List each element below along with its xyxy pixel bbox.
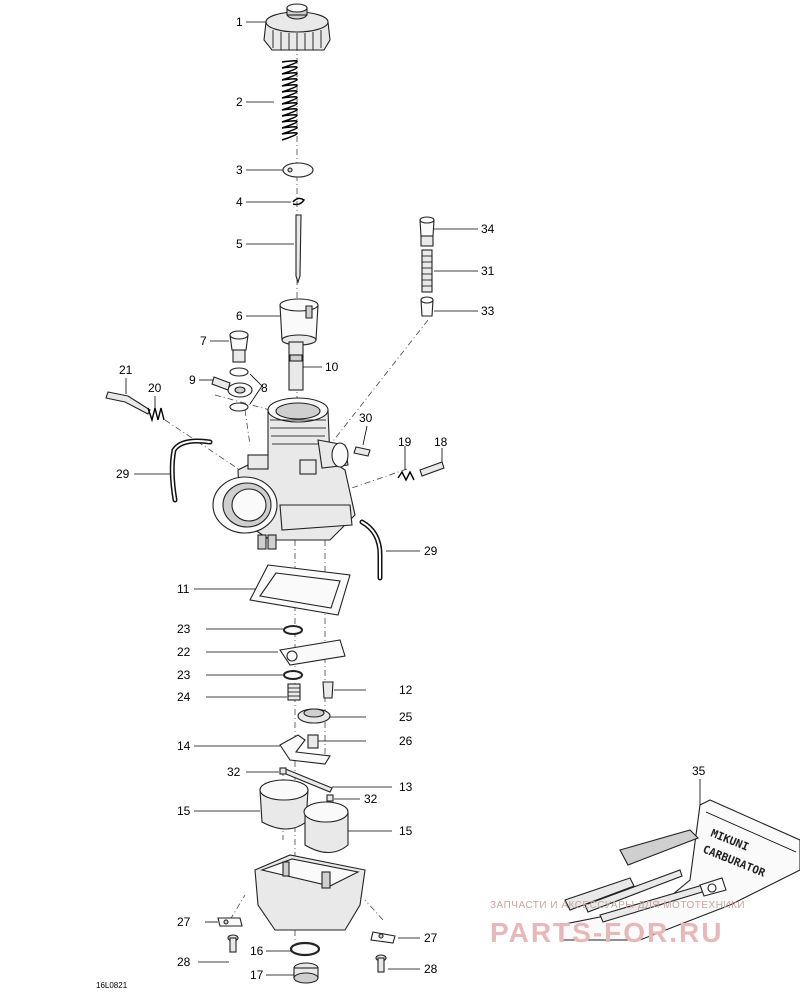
baffle-plate bbox=[279, 639, 346, 666]
callout-32b: 32 bbox=[364, 792, 378, 806]
callout-29a: 29 bbox=[116, 467, 130, 481]
float-chamber-gasket bbox=[249, 564, 351, 616]
float-arm bbox=[279, 734, 331, 765]
callout-17: 17 bbox=[250, 968, 264, 982]
carburetor-tool-kit: MIKUNI CARBURATOR bbox=[559, 799, 800, 941]
throttle-valve bbox=[279, 298, 319, 346]
watermark-line-1: ЗАПЧАСТИ И АКСЕССУАРЫ ДЛЯ МОТОТЕХНИКИ bbox=[490, 900, 745, 911]
pilot-jet bbox=[322, 681, 334, 699]
e-clip bbox=[292, 197, 306, 206]
main-jet-holder bbox=[297, 708, 331, 724]
callout-34: 34 bbox=[481, 222, 495, 236]
callout-13: 13 bbox=[399, 780, 413, 794]
callout-15a: 15 bbox=[177, 804, 191, 818]
callout-16: 16 bbox=[250, 944, 264, 958]
callout-14: 14 bbox=[177, 739, 191, 753]
needle-retainer-plate bbox=[282, 162, 314, 178]
callout-25: 25 bbox=[399, 710, 413, 724]
needle-jet-holder bbox=[288, 341, 304, 391]
drawing-code: 16L0821 bbox=[96, 981, 128, 990]
watermark-line-2: PARTS-FOR.RU bbox=[490, 917, 723, 948]
callout-28b: 28 bbox=[424, 962, 438, 976]
needle-jet bbox=[287, 683, 301, 701]
callout-11: 11 bbox=[177, 582, 190, 596]
callout-10: 10 bbox=[325, 360, 339, 374]
floats bbox=[259, 779, 349, 854]
throttle-stop-screw-and-spring bbox=[397, 461, 445, 482]
callout-23b: 23 bbox=[177, 668, 191, 682]
o-rings bbox=[283, 625, 303, 680]
callout-32a: 32 bbox=[227, 765, 241, 779]
callout-33: 33 bbox=[481, 304, 495, 318]
callout-23a: 23 bbox=[177, 622, 191, 636]
callout-30: 30 bbox=[359, 411, 373, 425]
callout-8: 8 bbox=[261, 381, 268, 395]
callout-15b: 15 bbox=[399, 824, 413, 838]
drain-plug-and-o-ring bbox=[289, 941, 321, 984]
watermark: ЗАПЧАСТИ И АКСЕССУАРЫ ДЛЯ МОТОТЕХНИКИ PA… bbox=[490, 900, 745, 948]
banjo-bolt bbox=[229, 330, 249, 363]
fuel-fitting bbox=[211, 376, 253, 398]
callout-21: 21 bbox=[119, 363, 133, 377]
jet-needle bbox=[295, 214, 302, 284]
air-screw-and-spring bbox=[105, 391, 165, 423]
carburetor-body bbox=[212, 397, 356, 550]
callout-18: 18 bbox=[434, 435, 448, 449]
callout-labels: 1 2 3 4 5 6 7 8 9 10 11 12 13 14 15 15 1… bbox=[116, 15, 706, 982]
callout-19: 19 bbox=[398, 435, 412, 449]
callout-27a: 27 bbox=[177, 915, 191, 929]
main-jet bbox=[307, 734, 319, 749]
callout-24: 24 bbox=[177, 690, 191, 704]
mixing-chamber-cap bbox=[263, 3, 331, 51]
small-screws bbox=[279, 767, 334, 802]
callout-35: 35 bbox=[692, 764, 706, 778]
leader-lines bbox=[125, 21, 701, 976]
hose-clip-plates bbox=[217, 917, 396, 944]
callout-31: 31 bbox=[481, 264, 495, 278]
callout-26: 26 bbox=[399, 734, 413, 748]
callout-2: 2 bbox=[236, 95, 243, 109]
callout-7: 7 bbox=[200, 334, 207, 348]
throttle-valve-spring bbox=[281, 60, 298, 141]
callout-12: 12 bbox=[399, 683, 413, 697]
idle-screw bbox=[353, 446, 371, 457]
callout-27b: 27 bbox=[424, 931, 438, 945]
chamber-screws bbox=[227, 934, 387, 973]
callout-3: 3 bbox=[236, 163, 243, 177]
sealing-washers bbox=[229, 367, 249, 412]
cable-adjuster bbox=[419, 216, 435, 317]
vent-hoses bbox=[169, 438, 383, 581]
callout-22: 22 bbox=[177, 645, 191, 659]
callout-28a: 28 bbox=[177, 955, 191, 969]
callout-6: 6 bbox=[236, 309, 243, 323]
callout-5: 5 bbox=[236, 237, 243, 251]
callout-20: 20 bbox=[148, 381, 162, 395]
callout-1: 1 bbox=[236, 15, 243, 29]
callout-9: 9 bbox=[189, 373, 196, 387]
callout-29b: 29 bbox=[424, 544, 438, 558]
callout-4: 4 bbox=[236, 195, 243, 209]
float-chamber bbox=[254, 854, 366, 931]
